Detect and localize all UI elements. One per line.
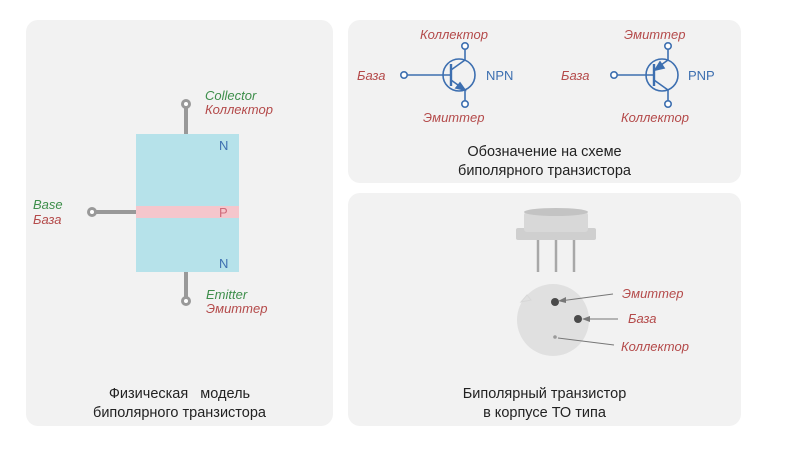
base-label-ru: База (33, 212, 62, 227)
collector-pin (553, 335, 557, 339)
package-tab (519, 294, 532, 303)
package-base-label: База (628, 311, 657, 326)
package-caption: Биполярный транзистор в корпусе ТО типа (462, 386, 627, 421)
npn-type-label: NPN (486, 68, 513, 83)
layer-middle-label: P (219, 205, 228, 220)
collector-pointer (557, 337, 615, 346)
n-layer-block (136, 134, 239, 272)
pnp-type-label: PNP (688, 68, 715, 83)
pnp-emitter-label: Эмиттер (624, 27, 685, 42)
to-package-bottom-view (517, 284, 618, 356)
emitter-label-en: Emitter (206, 287, 248, 302)
package-base-disc (517, 284, 589, 356)
collector-label-en: Collector (205, 88, 257, 103)
pnp-base-label: База (561, 68, 590, 83)
base-pin (574, 315, 582, 323)
physical-model-caption: Физическая модель биполярного транзистор… (93, 386, 266, 421)
pnp-arrow (653, 60, 666, 72)
package-emitter-label: Эмиттер (622, 286, 683, 301)
package-collector-label: Коллектор (621, 339, 689, 354)
base-label-en: Base (33, 197, 63, 212)
collector-label-ru: Коллектор (205, 102, 273, 117)
npn-arrow (454, 81, 467, 92)
physical-model: N P N Collector Коллектор Base База Emit… (33, 88, 273, 316)
layer-top-label: N (219, 138, 228, 153)
emitter-pin (551, 298, 559, 306)
emitter-pointer (559, 293, 614, 302)
npn-symbol (399, 41, 476, 109)
to-package-side-view (516, 208, 596, 272)
emitter-label-ru: Эмиттер (206, 301, 267, 316)
layer-bottom-label: N (219, 256, 228, 271)
pnp-collector-label: Коллектор (621, 110, 689, 125)
npn-base-label: База (357, 68, 386, 83)
package-can (524, 212, 588, 232)
npn-emitter-label: Эмиттер (423, 110, 484, 125)
pnp-symbol (609, 41, 679, 109)
npn-collector-label: Коллектор (420, 27, 488, 42)
p-layer (136, 206, 239, 218)
schematic-symbols-panel (348, 20, 741, 183)
schematic-caption: Обозначение на схеме биполярного транзис… (458, 144, 631, 179)
